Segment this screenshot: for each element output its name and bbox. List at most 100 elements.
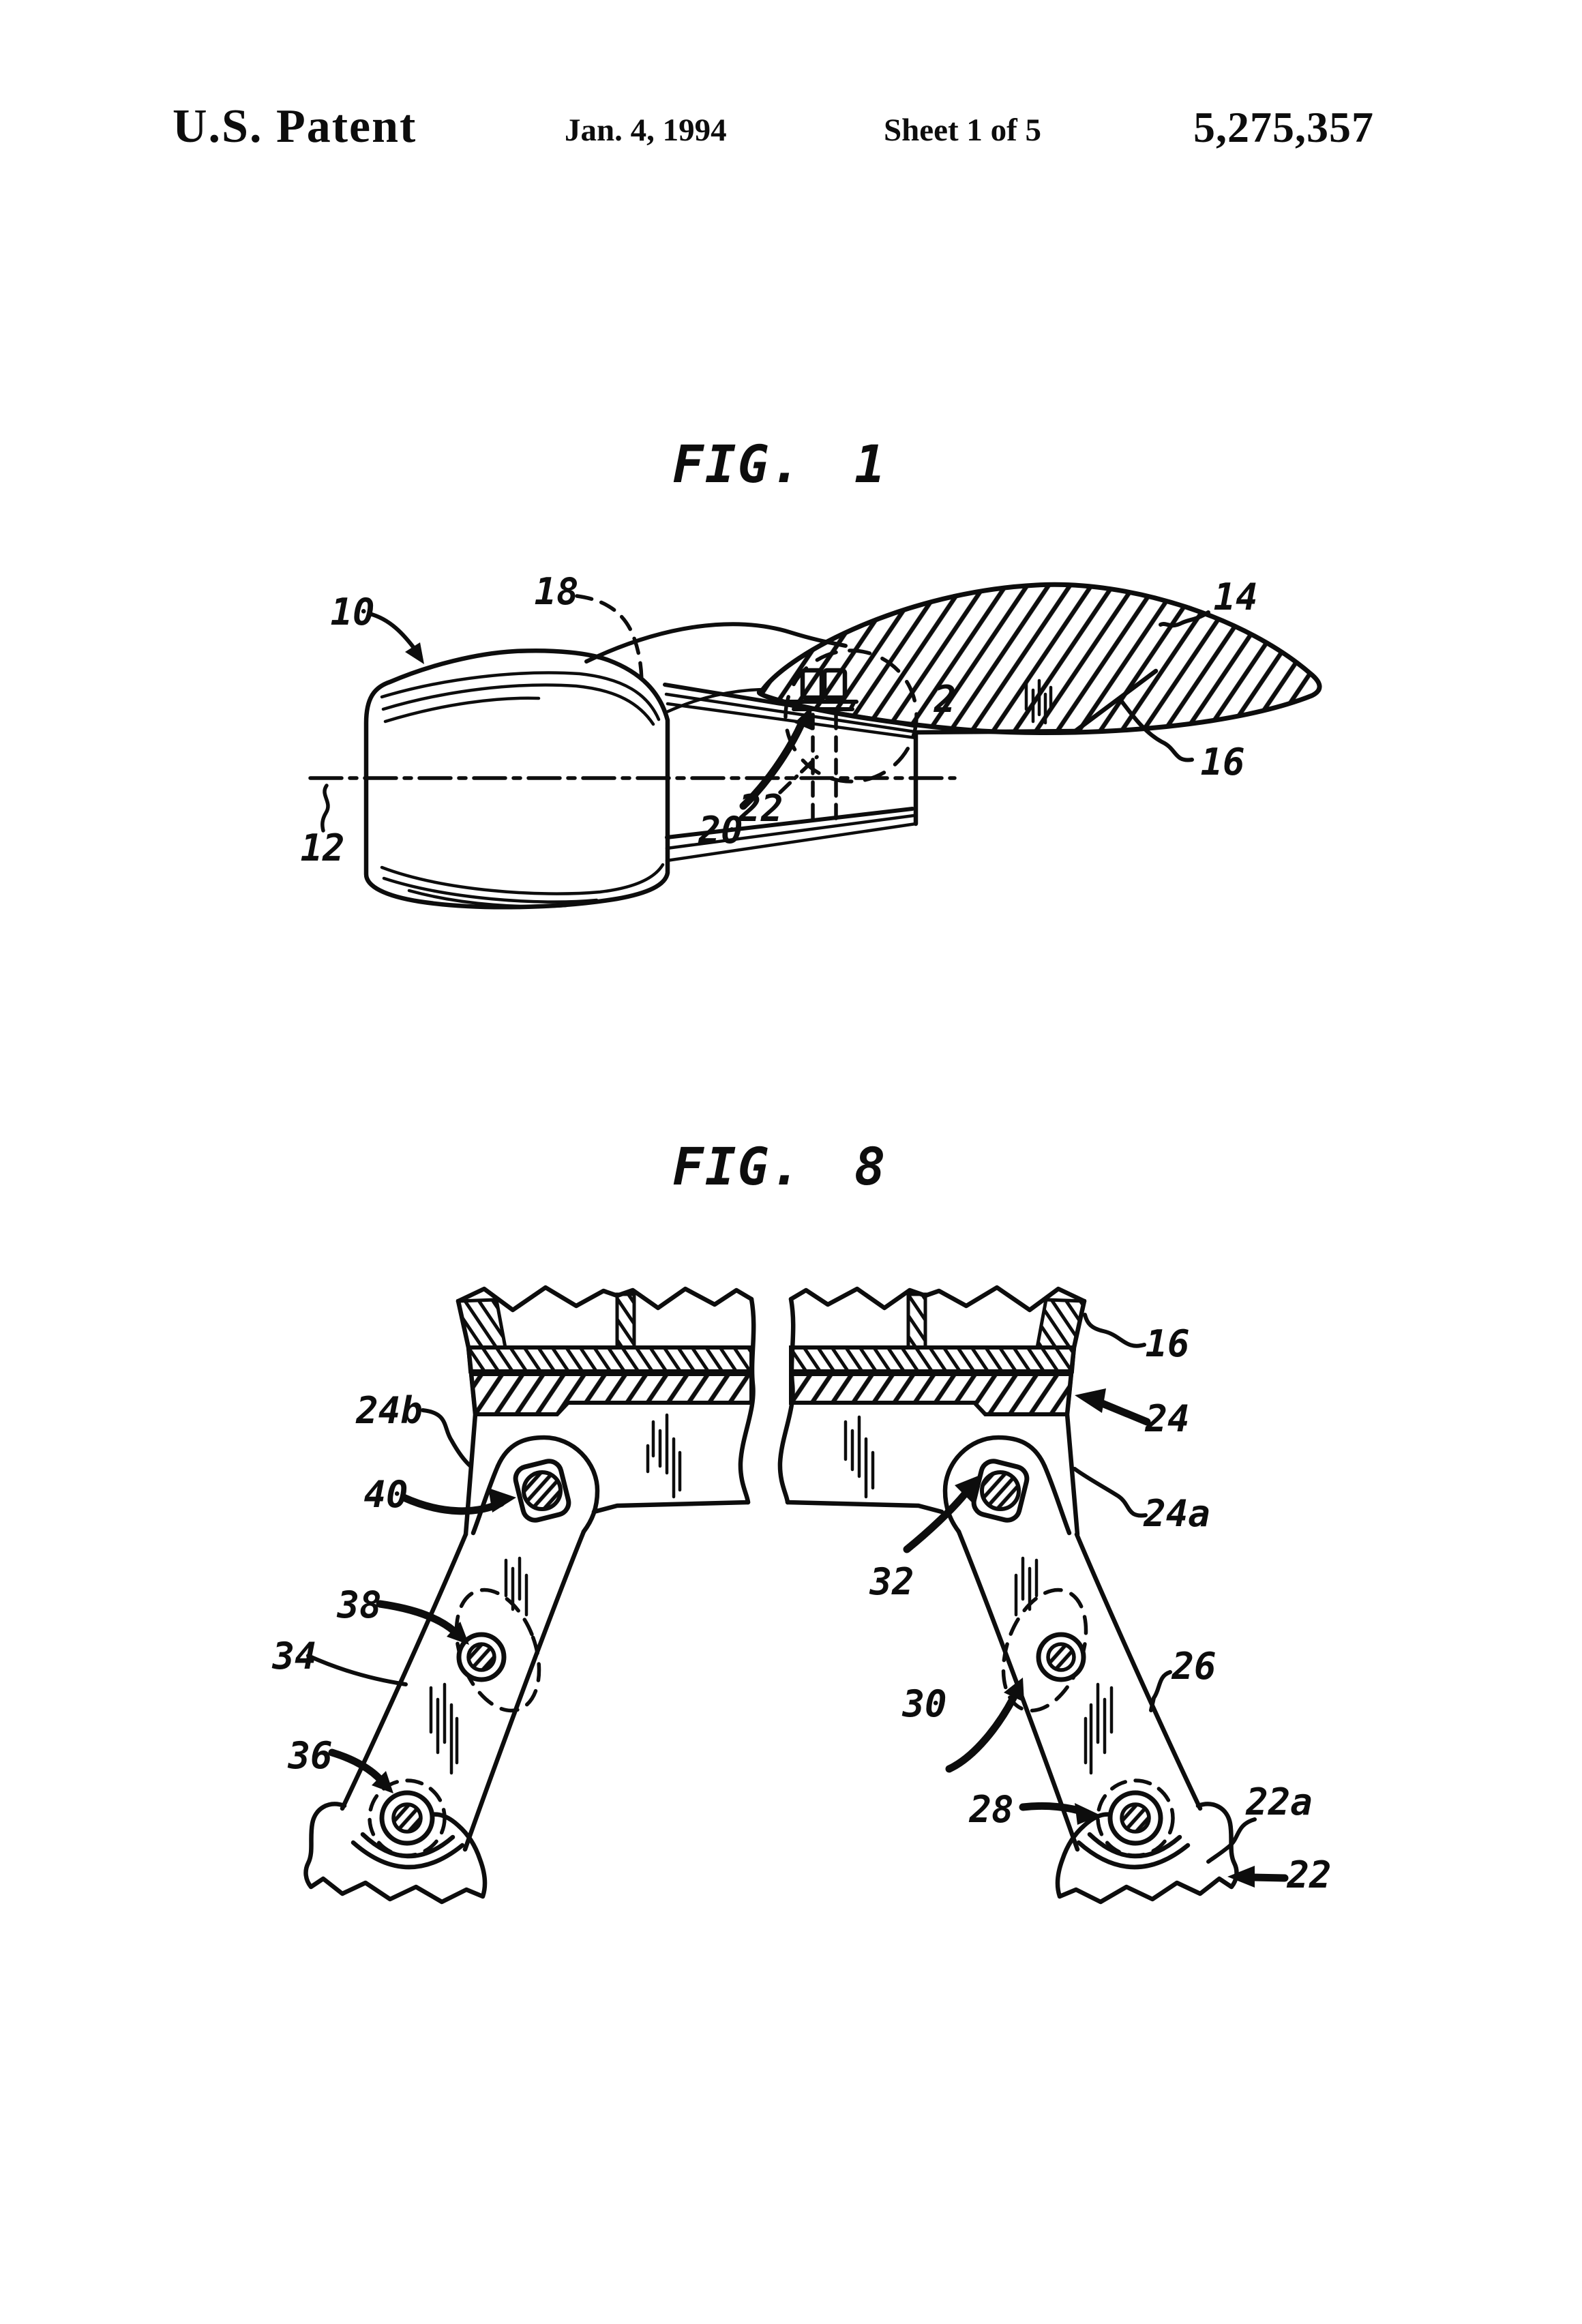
ref-label-12: 12 [300, 826, 344, 869]
spar-band-left [468, 1372, 753, 1416]
leader-24b [421, 1408, 473, 1468]
fan-cowl-bottom-seam [665, 822, 918, 863]
arrowhead-38 [447, 1622, 469, 1645]
wing-airfoil [756, 582, 1322, 736]
body-shading [429, 1413, 1114, 1775]
bolt-40 [522, 1470, 563, 1511]
wing-structure-right [777, 1285, 1087, 1537]
break-edge-gap-left [738, 1296, 756, 1505]
bolt-head [822, 668, 848, 700]
lobe-right-taper [1042, 1463, 1072, 1536]
leader-34 [306, 1654, 408, 1686]
fan-cowl-top-seam [664, 692, 916, 734]
arrow-30-shaft [945, 1694, 1017, 1773]
ref-label-2: 2 [934, 678, 957, 721]
ref-label-30: 30 [901, 1682, 946, 1725]
nacelle-aft-and-pylon [584, 622, 1159, 863]
body-bottom-left [591, 1500, 751, 1515]
bolt-head [800, 668, 824, 700]
inlet-lower-contour [380, 863, 665, 895]
ref-label-24: 24 [1144, 1397, 1189, 1440]
arrowhead-28 [1075, 1803, 1101, 1825]
ref-label-24a: 24a [1143, 1492, 1210, 1535]
arrow-24-shaft [1096, 1399, 1151, 1426]
sheet-number: Sheet 1 of 5 [884, 113, 1042, 148]
ref-label-20: 20 [698, 809, 743, 852]
bolt-36 [391, 1802, 423, 1834]
break-edge-top-right [788, 1285, 1087, 1313]
bolt-shank-hidden [811, 713, 838, 822]
ref-label-26: 26 [1171, 1645, 1216, 1688]
bolt-32 [980, 1470, 1021, 1511]
pylon-shading [1024, 679, 1053, 725]
ref-label-22a: 22a [1245, 1781, 1313, 1823]
leader-22 [778, 755, 819, 794]
ref-label-38: 38 [336, 1583, 381, 1626]
fig1-title: FIG. 1 [672, 434, 887, 494]
leader-16 [1118, 698, 1194, 762]
skin-rib-right [906, 1292, 927, 1350]
outer-edge-right [1064, 1298, 1087, 1537]
bolt-36-hidden-fitting [368, 1778, 447, 1858]
ref-label-22: 22 [1286, 1853, 1331, 1896]
skin-band-left [466, 1345, 753, 1373]
case-fragment-left [303, 1802, 488, 1905]
ref-label-10: 10 [330, 591, 374, 634]
leader-10 [368, 612, 418, 653]
lobe-left [495, 1435, 600, 1534]
leader-22a [1206, 1817, 1257, 1864]
bolt-38 [466, 1642, 496, 1672]
arrow-36-shaft [328, 1748, 386, 1785]
case-fragment-right [1055, 1802, 1239, 1905]
ref-label-14: 14 [1213, 576, 1257, 619]
ref-label-22: 22 [738, 787, 783, 830]
leader-14 [1159, 610, 1210, 628]
spar-band-right [789, 1372, 1074, 1416]
strut-34-inner [462, 1529, 586, 1852]
ref-label-32: 32 [869, 1560, 914, 1603]
mount-bolts [368, 1459, 1175, 1858]
arrow-22-shaft [1248, 1873, 1289, 1882]
leader-26 [1149, 1670, 1172, 1712]
arrow-32-shaft [903, 1491, 968, 1553]
mount-bolt-detail [783, 649, 919, 822]
ref-label-36: 36 [287, 1734, 332, 1777]
lobe-left-taper [471, 1463, 501, 1536]
ref-label-18: 18 [534, 570, 578, 613]
leader-16 [1083, 1313, 1146, 1348]
arrowhead-22 [1227, 1866, 1255, 1888]
outer-edge-left [456, 1298, 478, 1537]
bolt-flange [787, 700, 859, 711]
ref-label-40: 40 [363, 1473, 408, 1516]
fan-cowl-top-seam [666, 702, 918, 740]
skin-rib-left [615, 1292, 636, 1350]
bolt-30 [1046, 1642, 1076, 1672]
fig8-title: FIG. 8 [672, 1136, 887, 1197]
break-edge-gap-right [777, 1296, 796, 1505]
ref-label-24b: 24b [355, 1389, 423, 1432]
inlet-outline [363, 648, 670, 910]
arrow-38-shaft [376, 1600, 458, 1635]
ref-label-34: 34 [271, 1635, 316, 1678]
skin-band-right [789, 1345, 1077, 1373]
leader-12 [320, 784, 330, 833]
issue-date: Jan. 4, 1994 [565, 113, 727, 148]
pylon-bottom-edge [913, 728, 1078, 735]
strut-34-outer [340, 1532, 468, 1811]
fan-cowl-bottom-seam [665, 814, 916, 850]
inlet-lip-contour [383, 696, 541, 724]
bolt-28 [1120, 1802, 1151, 1834]
engine-case-fragments [303, 1802, 1239, 1905]
arrowhead-32 [955, 1474, 982, 1504]
inlet-lip-contour [380, 671, 661, 721]
bolt-38-hidden-fitting [454, 1588, 541, 1713]
arrowhead-10 [405, 642, 424, 664]
body-bottom-right [785, 1500, 944, 1515]
break-edge-top-left [456, 1285, 754, 1313]
fig8-leaders [306, 1313, 1289, 1888]
